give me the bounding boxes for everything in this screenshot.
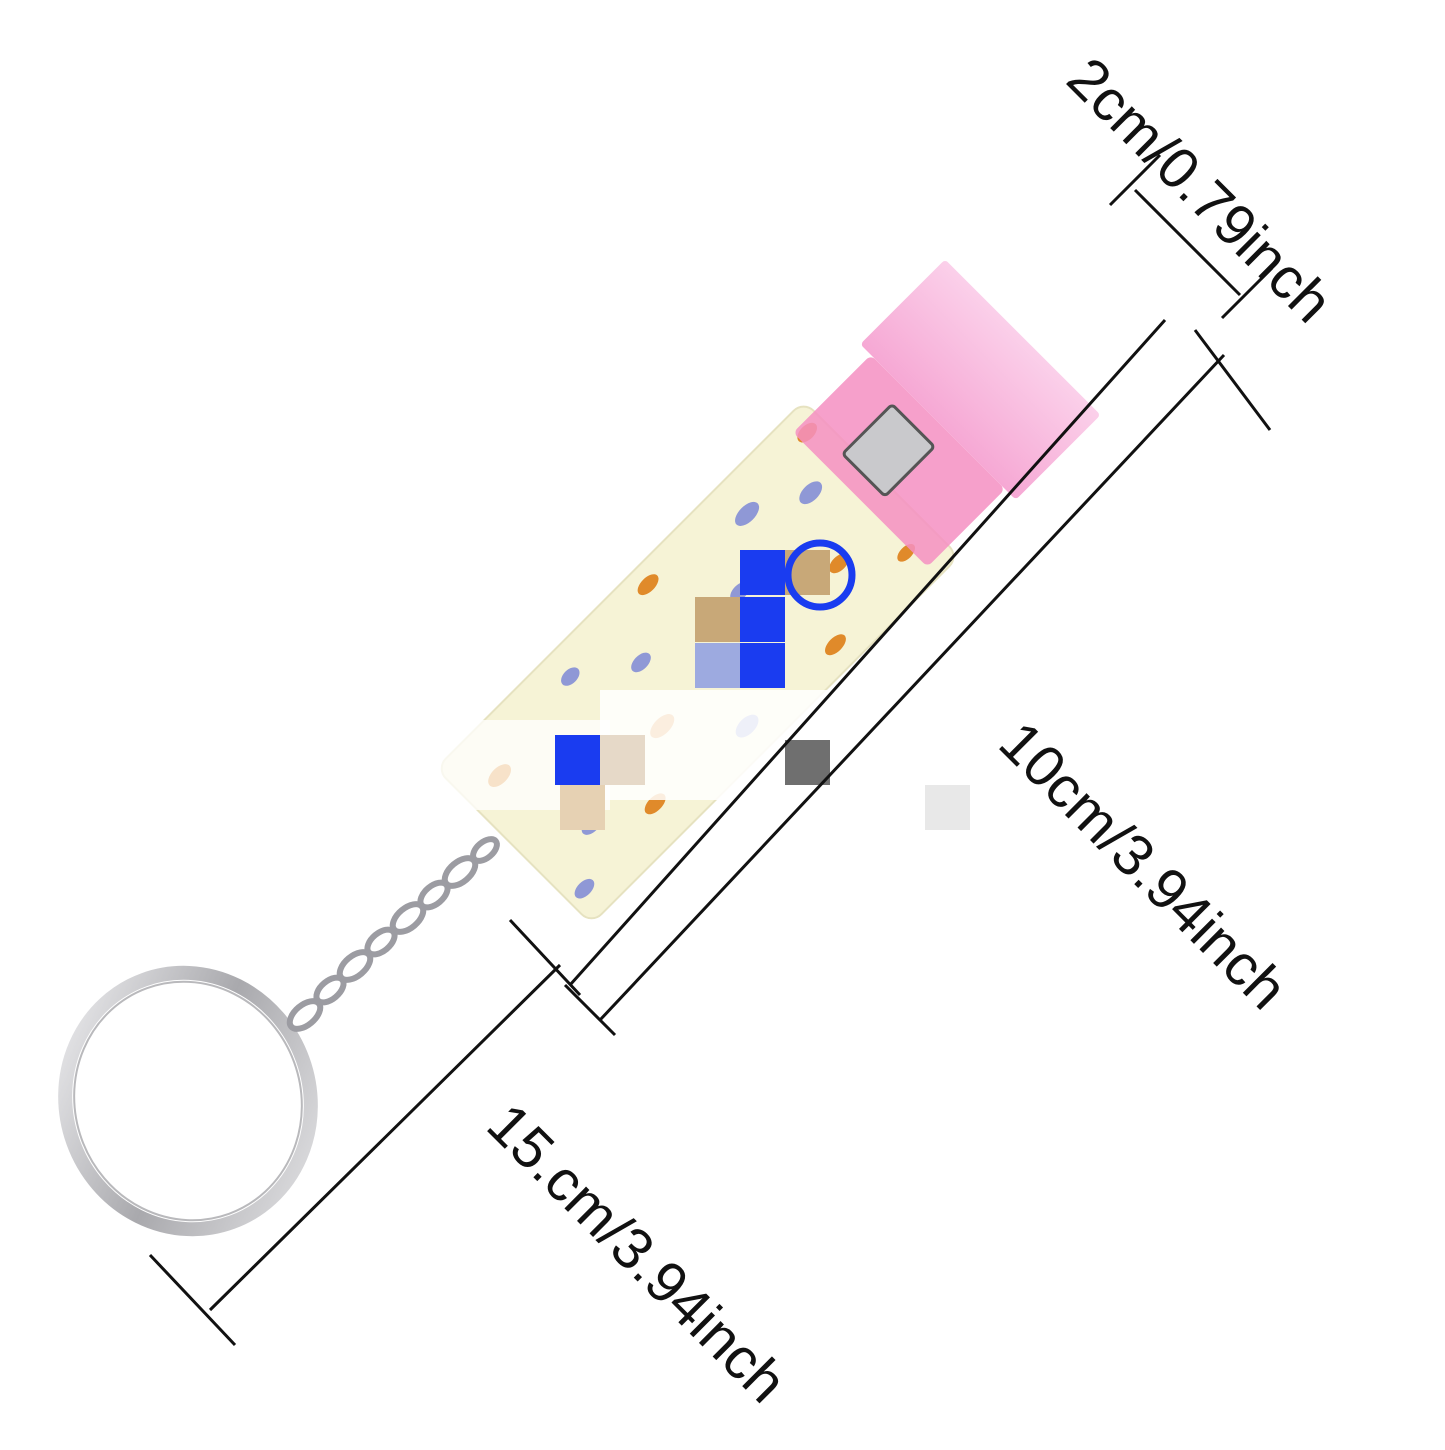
chain <box>286 836 500 1032</box>
card-grabber-clip <box>795 357 1003 565</box>
pink-cap <box>861 261 1099 499</box>
key-ring <box>58 965 318 1237</box>
pixelated-logo-area <box>380 539 1220 830</box>
dimension-lines <box>148 153 1274 1347</box>
